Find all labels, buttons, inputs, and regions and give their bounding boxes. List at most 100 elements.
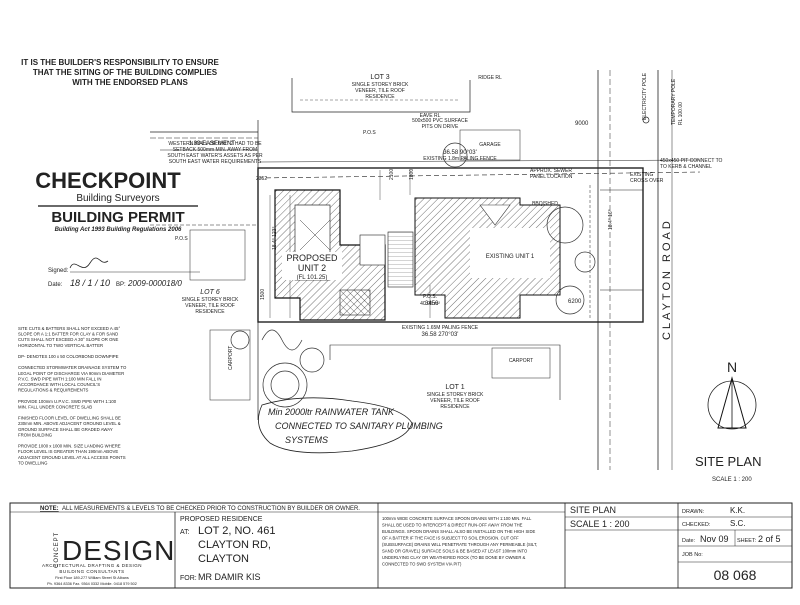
title-block-note: NOTE: ALL MEASUREMENTS & LEVELS TO BE CH… — [40, 506, 360, 512]
dim-2352: 2352 — [256, 176, 267, 182]
address-2: CLAYTON RD, — [198, 539, 271, 551]
stamp-act: Building Act 1993 Building Regulations 2… — [55, 227, 182, 233]
drain-note-line: CONNECTED TO SWD SYSTEM VIA PIT) — [382, 562, 462, 567]
lot-3-desc-1: SINGLE STOREY BRICK — [352, 82, 409, 88]
crossover-1: EXISTING — [630, 172, 653, 178]
unit-2-title-1: PROPOSED — [286, 253, 338, 263]
site-plan-scale: SCALE 1 : 200 — [712, 477, 752, 483]
drain-note-line: (SUBSURFACE) DRAINS WILL PENETRATE THROU… — [382, 542, 537, 547]
checked-value: S.C. — [730, 519, 746, 528]
lot-3-labels: LOT 3 SINGLE STOREY BRICK VENEER, TILE R… — [352, 74, 502, 148]
construction-note-line: LEGAL POINT OF DISCHARGE VIA 90mm DIAMET… — [18, 371, 124, 376]
lot-1-labels: LOT 1 SINGLE STOREY BRICK VENEER, TILE R… — [427, 358, 534, 410]
drawn-label: DRAWN: — [682, 509, 705, 515]
handwritten-line-3: SYSTEMS — [285, 435, 328, 445]
unit-1-title: EXISTING UNIT 1 — [486, 254, 535, 260]
north-fence: EXISTING 1.8m PALING FENCE — [423, 156, 497, 162]
construction-note-line: P.V.C. SWD PIPE WITH 1:100 MIN FALL IN — [18, 376, 101, 381]
construction-note-line: DP- DENOTES 100 x 50 COLORBOND DOWNPIPE — [18, 354, 119, 359]
stamp-bp-label: BP: — [116, 282, 126, 288]
pos-label-top: P.O.S — [363, 130, 376, 136]
western-note-2: SETBACK 500mm MIN. AWAY FROM — [173, 147, 257, 153]
address-3: CLAYTON — [198, 553, 249, 565]
construction-note-line: FROM BUILDING — [18, 432, 53, 437]
existing-unit-1: EXISTING UNIT 1 BBQ/SHED — [414, 197, 561, 319]
stamp-signed-label: Signed: — [48, 268, 69, 274]
road-name: CLAYTON ROAD — [661, 218, 673, 340]
logo-side: CONCEPT — [54, 532, 60, 568]
lot-1-carport: CARPORT — [509, 358, 533, 364]
pvc-pits-2: PITS ON DRIVE — [422, 124, 459, 130]
electricity-pole: ELECTRICITY POLE — [642, 72, 648, 120]
sheet-label: SHEET: — [737, 538, 757, 544]
western-note-1: WESTERN WALL OF UNIT 2 HAD TO BE — [168, 141, 262, 147]
logo-phone: Ph. 9364 8336 Fax. 9364 0332 Mobile. 041… — [47, 582, 137, 586]
pos-area: P.O.S. 40.05 m² — [420, 294, 440, 307]
drain-note-line: BUILDINGS. SPOON DRAINS SHALL ALSO BE IN… — [382, 529, 535, 534]
lot-3-desc-2: VENEER, TILE ROOF — [355, 88, 405, 94]
date-label: Date: — [682, 538, 696, 544]
warning-line-2: THAT THE SITING OF THE BUILDING COMPLIES — [33, 68, 218, 77]
stamp-bp-value: 2009-000018/0 — [127, 279, 182, 288]
construction-note-line: SITE CUTS & BATTERS SHALL NOT EXCEED A 4… — [18, 326, 120, 331]
trees — [230, 142, 596, 408]
handwritten-line-1: Min 2000ltr RAINWATER TANK — [268, 407, 395, 417]
stamp-sub: Building Surveyors — [76, 193, 159, 204]
lot-1-desc-2: VENEER, TILE ROOF — [430, 398, 480, 404]
builder-warning: IT IS THE BUILDER'S RESPONSIBILITY TO EN… — [21, 58, 219, 87]
pos-area-value: 40.05 m² — [420, 301, 440, 307]
construction-note-line: CONNECTED STORMWATER DRAINAGE SYSTEM TO — [18, 365, 127, 370]
drain-note-line: 100mm WIDE CONCRETE SURFACE SPOON DRAINS… — [382, 516, 532, 521]
lot-1-title: LOT 1 — [445, 384, 464, 391]
north-boundary-dim: 36.58 90°03' — [443, 150, 477, 156]
sewer-services: APPROX. SEWER PANEL LOCATION 450x450 PIT… — [530, 72, 723, 184]
pvc-pits-1: 500x500 PVC SURFACE — [412, 118, 469, 124]
lot-6-title: LOT 6 — [200, 289, 220, 296]
note-prefix: NOTE: — [40, 506, 59, 512]
for-label: FOR: — [180, 575, 197, 582]
sheet-scale: SCALE 1 : 200 — [570, 519, 630, 529]
dim-6200: 6200 — [568, 299, 582, 305]
unit-2-title-2: UNIT 2 — [298, 263, 326, 273]
logo-word: DESIGN — [62, 535, 175, 566]
dim-west: 18.4° 123° — [272, 227, 278, 250]
temp-pole-1: TEMPORARY POLE — [671, 78, 677, 125]
dim-2100: 2100 — [389, 169, 395, 180]
checkpoint-stamp: CHECKPOINT Building Surveyors BUILDING P… — [35, 168, 200, 288]
spoon-drain-note: 100mm WIDE CONCRETE SURFACE SPOON DRAINS… — [382, 516, 537, 567]
temp-pole-2: RL 100.00 — [678, 102, 684, 125]
checked-label: CHECKED: — [682, 522, 711, 528]
logo-tag-1: ARCHITECTURAL DRAFTING & DESIGN — [42, 563, 142, 568]
sheet-value: 2 of 5 — [758, 534, 781, 544]
south-boundary-dim: 36.58 270°03' — [422, 332, 459, 338]
sewer-pit-1: APPROX. SEWER — [530, 168, 572, 174]
construction-note-line: FINISHED FLOOR LEVEL OF DWELLING SHALL B… — [18, 416, 121, 421]
note-text: ALL MEASUREMENTS & LEVELS TO BE CHECKED … — [62, 506, 360, 512]
stamp-name: CHECKPOINT — [35, 168, 181, 193]
lot-3-eave: EAVE RL — [420, 113, 441, 119]
pole-icon — [642, 116, 650, 124]
date-value: Nov 09 — [700, 534, 729, 544]
drain-note-line: SAND OR GRAVEL) SURFACE SOILS & BE BASED… — [382, 549, 528, 554]
construction-note-line: MIN. FALL UNDER CONCRETE SLAB — [18, 404, 92, 409]
construction-note-line: HORIZONTAL TO TWO VERTICAL BATTER — [18, 343, 103, 348]
construction-note-line: PROVIDE 100mm U.P.V.C. SWD PIPE WITH 1:1… — [18, 399, 117, 404]
construction-note-line: FLOOR LEVEL IS GREATER THAN 190mm ABOVE — [18, 449, 118, 454]
warning-line-1: IT IS THE BUILDER'S RESPONSIBILITY TO EN… — [21, 58, 219, 67]
site-lot-2-boundary — [257, 167, 644, 323]
sheet-info: SITE PLAN SCALE 1 : 200 DRAWN: K.K. CHEC… — [570, 505, 781, 583]
lot-3-desc-3: RESIDENCE — [365, 94, 395, 100]
easement-label: 1.83 EASEMENT — [189, 141, 236, 147]
lot-6-labels: LOT 6 SINGLE STOREY BRICK VENEER, TILE R… — [175, 236, 239, 370]
at-label: AT: — [180, 529, 190, 536]
warning-line-3: WITH THE ENDORSED PLANS — [72, 78, 188, 87]
stamp-date-value: 18 / 1 / 10 — [70, 278, 110, 288]
lot-3-ridge: RIDGE RL — [478, 75, 502, 81]
title-block — [9, 502, 793, 589]
lot-6-desc-2: VENEER, TILE ROOF — [185, 303, 235, 309]
logo-address: First Floor 189-277 William Street St Al… — [55, 576, 129, 580]
north-letter: N — [727, 359, 737, 375]
deck — [387, 231, 414, 288]
